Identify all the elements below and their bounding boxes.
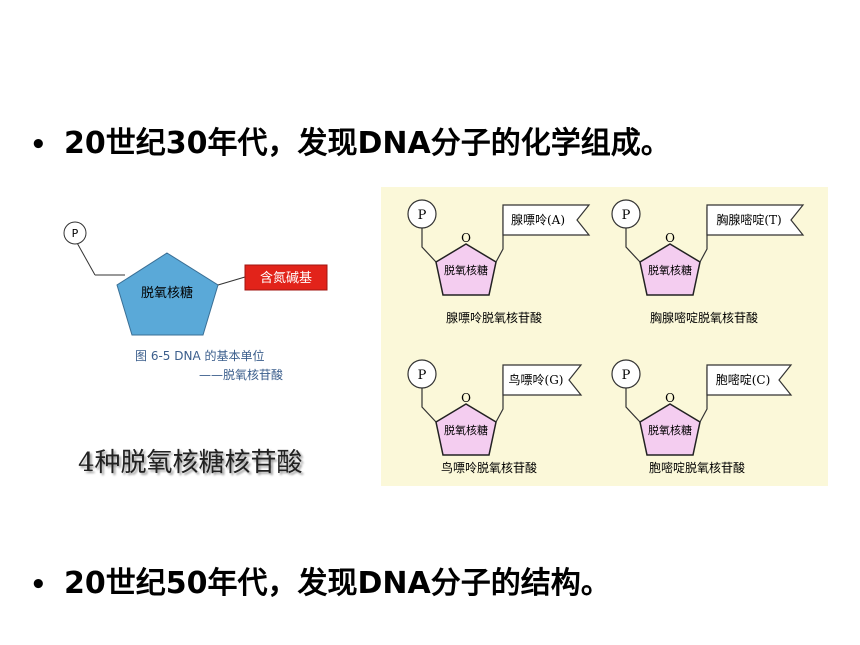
ring-oxygen: O	[665, 231, 675, 245]
dna-basic-unit-figure: P 脱氧核糖 含氮碱基 图 6-5 DNA 的基本单位 ——脱氧核苷酸	[55, 215, 355, 395]
nucleotides-panel: P O 脱氧核糖 腺嘌呤(A) 腺嘌呤脱氧核苷酸 P O 脱氧核糖 胸腺嘧啶(T…	[381, 187, 828, 486]
nucleotide-a: P O 脱氧核糖 腺嘌呤(A) 腺嘌呤脱氧核苷酸	[407, 199, 591, 325]
bullet-1: • 20世纪30年代，发现DNA分子的化学组成。	[30, 118, 671, 162]
nucleotides-svg: P O 脱氧核糖 腺嘌呤(A) 腺嘌呤脱氧核苷酸 P O 脱氧核糖 胸腺嘧啶(T…	[407, 199, 805, 475]
phosphate-bond	[625, 228, 641, 263]
base-bond	[495, 367, 504, 423]
base-label: 腺嘌呤(A)	[511, 212, 565, 227]
base-label: 含氮碱基	[260, 270, 312, 286]
sugar-ring	[639, 403, 701, 456]
nucleotide-name: 腺嘌呤脱氧核苷酸	[446, 310, 542, 325]
base-bond	[699, 207, 708, 263]
nucleotide-diagram: P 脱氧核糖 含氮碱基	[63, 221, 328, 336]
phosphate-label: P	[418, 208, 427, 223]
ring-oxygen: O	[665, 391, 675, 405]
bullet-marker: •	[30, 569, 47, 600]
figure-caption-line1: 图 6-5 DNA 的基本单位	[135, 349, 265, 363]
bullet-text: 20世纪30年代，发现DNA分子的化学组成。	[64, 126, 671, 161]
sugar-ring	[435, 243, 497, 296]
sugar-pentagon	[116, 252, 219, 336]
bullet-marker: •	[30, 129, 47, 160]
figure-caption-line2: ——脱氧核苷酸	[199, 368, 284, 382]
nucleotide-name: 鸟嘌呤脱氧核苷酸	[441, 460, 537, 475]
sugar-label: 脱氧核糖	[648, 423, 692, 437]
nucleotide-name: 胸腺嘧啶脱氧核苷酸	[650, 310, 758, 325]
base-flag	[502, 204, 591, 236]
base-rect	[244, 264, 328, 291]
base-label: 胸腺嘧啶(T)	[716, 212, 781, 227]
phosphate-label: P	[72, 227, 79, 240]
bullet-2: • 20世纪50年代，发现DNA分子的结构。	[30, 558, 611, 602]
phosphate-bond	[421, 388, 437, 423]
sugar-label: 脱氧核糖	[648, 263, 692, 277]
base-label: 胞嘧啶(C)	[716, 373, 771, 387]
sugar-label: 脱氧核糖	[141, 285, 193, 301]
base-flag	[502, 364, 583, 396]
phosphate-bond	[75, 240, 96, 276]
base-bond	[495, 207, 504, 263]
sugar-ring	[435, 403, 497, 456]
sugar-ring	[639, 243, 701, 296]
phosphate-label: P	[622, 208, 631, 223]
nucleotide-name: 胞嘧啶脱氧核苷酸	[649, 460, 745, 475]
bullet-text: 20世纪50年代，发现DNA分子的结构。	[64, 566, 611, 601]
nucleotide-g: P O 脱氧核糖 鸟嘌呤(G) 鸟嘌呤脱氧核苷酸	[407, 359, 583, 475]
sugar-label: 脱氧核糖	[444, 423, 488, 437]
base-bond	[699, 367, 708, 423]
base-bond	[217, 276, 246, 286]
base-flag	[706, 364, 793, 396]
ring-oxygen: O	[461, 391, 471, 405]
phosphate-label: P	[622, 368, 631, 383]
nucleotide-c: P O 脱氧核糖 胞嘧啶(C) 胞嘧啶脱氧核苷酸	[611, 359, 793, 475]
phosphate-bond	[625, 388, 641, 423]
base-label: 鸟嘌呤(G)	[509, 372, 564, 387]
phosphate-circle	[63, 221, 87, 245]
sugar-label: 脱氧核糖	[444, 263, 488, 277]
base-flag	[706, 204, 805, 236]
four-nucleotides-caption: 4种脱氧核糖核苷酸	[78, 448, 303, 478]
ring-oxygen: O	[461, 231, 471, 245]
phosphate-bond	[421, 228, 437, 263]
phosphate-label: P	[418, 368, 427, 383]
nucleotide-t: P O 脱氧核糖 胸腺嘧啶(T) 胸腺嘧啶脱氧核苷酸	[611, 199, 805, 325]
